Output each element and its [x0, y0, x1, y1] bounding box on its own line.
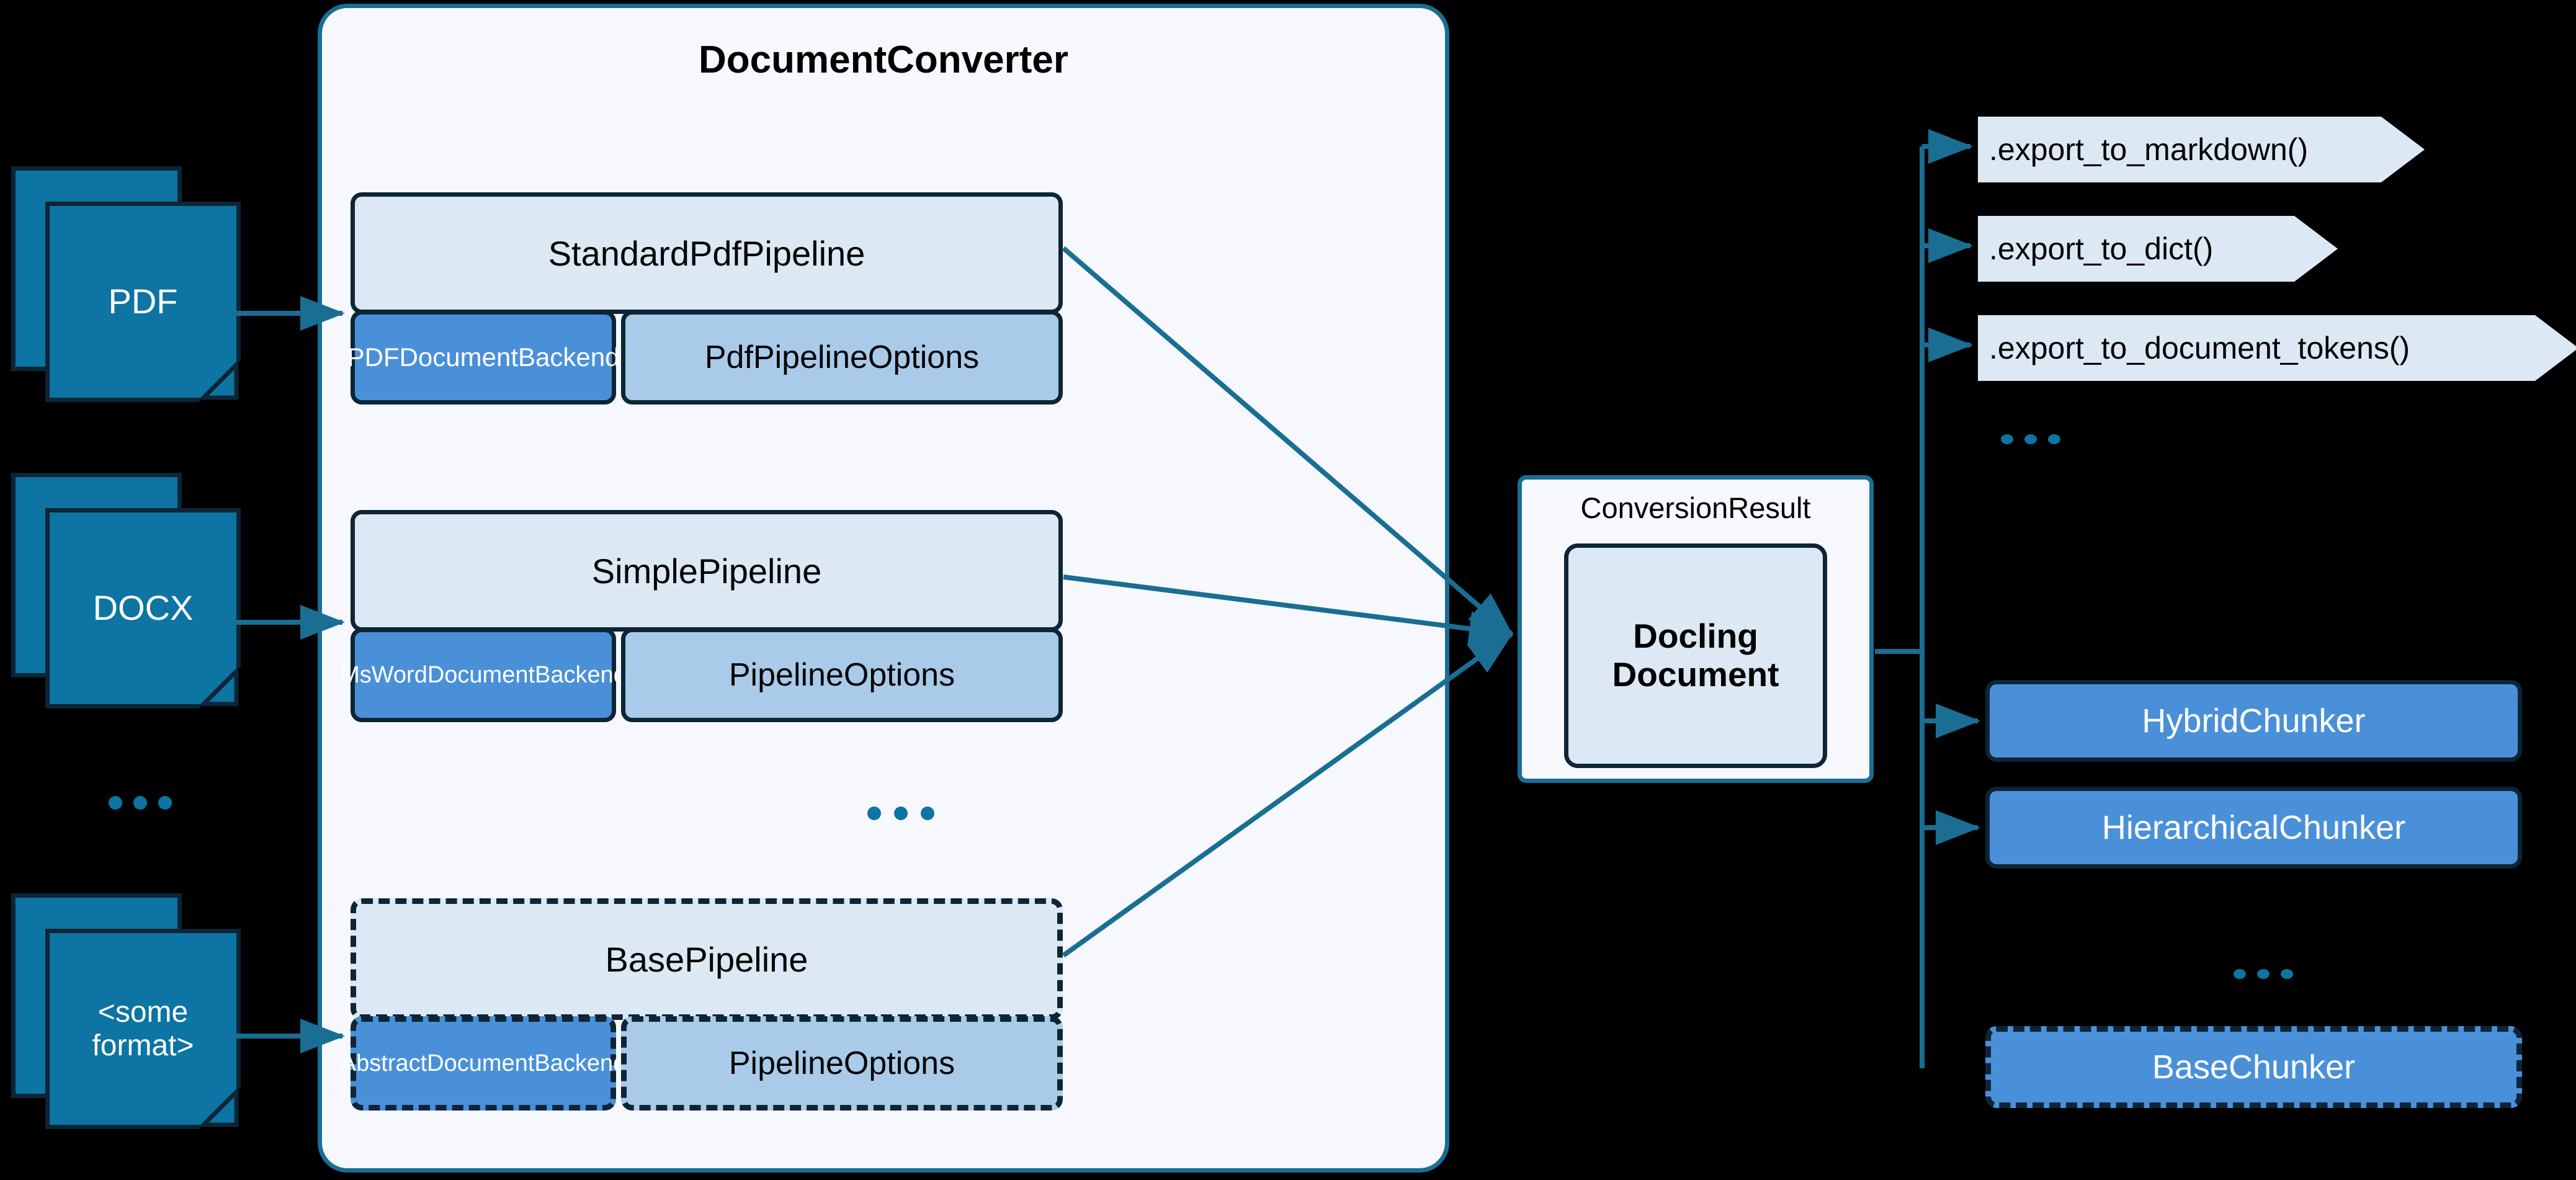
page-title: DocumentConverter [699, 38, 1068, 81]
chunker-label: HybridChunker [2142, 702, 2366, 740]
document-front-sheet: PDF [45, 202, 241, 402]
pipeline-simplepipeline-backend[interactable]: MsWordDocumentBackend [340, 628, 627, 722]
options-label: PipelineOptions [728, 1045, 955, 1081]
input-document-label: PDF [108, 282, 178, 321]
chunker-ellipsis [2234, 969, 2293, 979]
pipeline-name: SimplePipeline [591, 551, 822, 591]
document-front-sheet: DOCX [45, 508, 241, 708]
pipeline-basepipeline-header[interactable]: BasePipeline [351, 898, 1063, 1020]
pipeline-standardpdfpipeline-header[interactable]: StandardPdfPipeline [351, 192, 1063, 314]
export-method-markdown[interactable]: .export_to_markdown() [1978, 117, 2425, 182]
input-document-other[interactable]: <some format> [11, 893, 241, 1129]
chunker-base[interactable]: BaseChunker [1985, 1026, 2522, 1108]
conversion-result-label: ConversionResult [1580, 491, 1811, 524]
backend-label: MsWordDocumentBackend [340, 661, 627, 688]
input-document-label-line2: format> [92, 1029, 194, 1062]
pipeline-name: BasePipeline [605, 939, 808, 979]
docling-document-box[interactable]: Docling Document [1564, 543, 1827, 768]
chunker-label: HierarchicalChunker [2101, 809, 2406, 846]
input-document-label-line1: <some [97, 995, 189, 1029]
docling-document-line1: Docling [1633, 617, 1758, 656]
input-document-docx[interactable]: DOCX [11, 473, 241, 708]
document-front-sheet: <some format> [45, 929, 241, 1129]
input-document-label: DOCX [92, 588, 194, 628]
pipeline-simplepipeline-options[interactable]: PipelineOptions [621, 628, 1063, 722]
export-method-dict[interactable]: .export_to_dict() [1978, 216, 2338, 282]
input-ellipsis [109, 796, 172, 810]
converter-ellipsis [867, 807, 934, 820]
export-method-label: .export_to_markdown() [1989, 132, 2309, 167]
export-ellipsis [2001, 434, 2060, 444]
docling-document-line2: Document [1612, 655, 1779, 694]
pipeline-standardpdfpipeline-options[interactable]: PdfPipelineOptions [621, 310, 1063, 405]
chunker-label: BaseChunker [2152, 1048, 2356, 1086]
backend-label: PDFDocumentBackend [347, 342, 620, 372]
input-document-pdf[interactable]: PDF [11, 166, 241, 402]
pipeline-name: StandardPdfPipeline [548, 233, 865, 273]
export-method-document-tokens[interactable]: .export_to_document_tokens() [1978, 315, 2576, 381]
chunker-hierarchical[interactable]: HierarchicalChunker [1985, 787, 2522, 869]
pipeline-basepipeline-options[interactable]: PipelineOptions [621, 1016, 1063, 1111]
pipeline-basepipeline-backend[interactable]: AbstractDocumentBackend [341, 1016, 626, 1111]
options-label: PdfPipelineOptions [704, 339, 980, 375]
chunker-hybrid[interactable]: HybridChunker [1985, 680, 2522, 762]
export-method-label: .export_to_document_tokens() [1989, 331, 2410, 365]
pipeline-standardpdfpipeline-backend[interactable]: PDFDocumentBackend [347, 310, 619, 405]
pipeline-simplepipeline-header[interactable]: SimplePipeline [351, 510, 1063, 632]
options-label: PipelineOptions [728, 657, 955, 693]
export-method-label: .export_to_dict() [1989, 231, 2214, 266]
backend-label: AbstractDocumentBackend [340, 1050, 627, 1076]
